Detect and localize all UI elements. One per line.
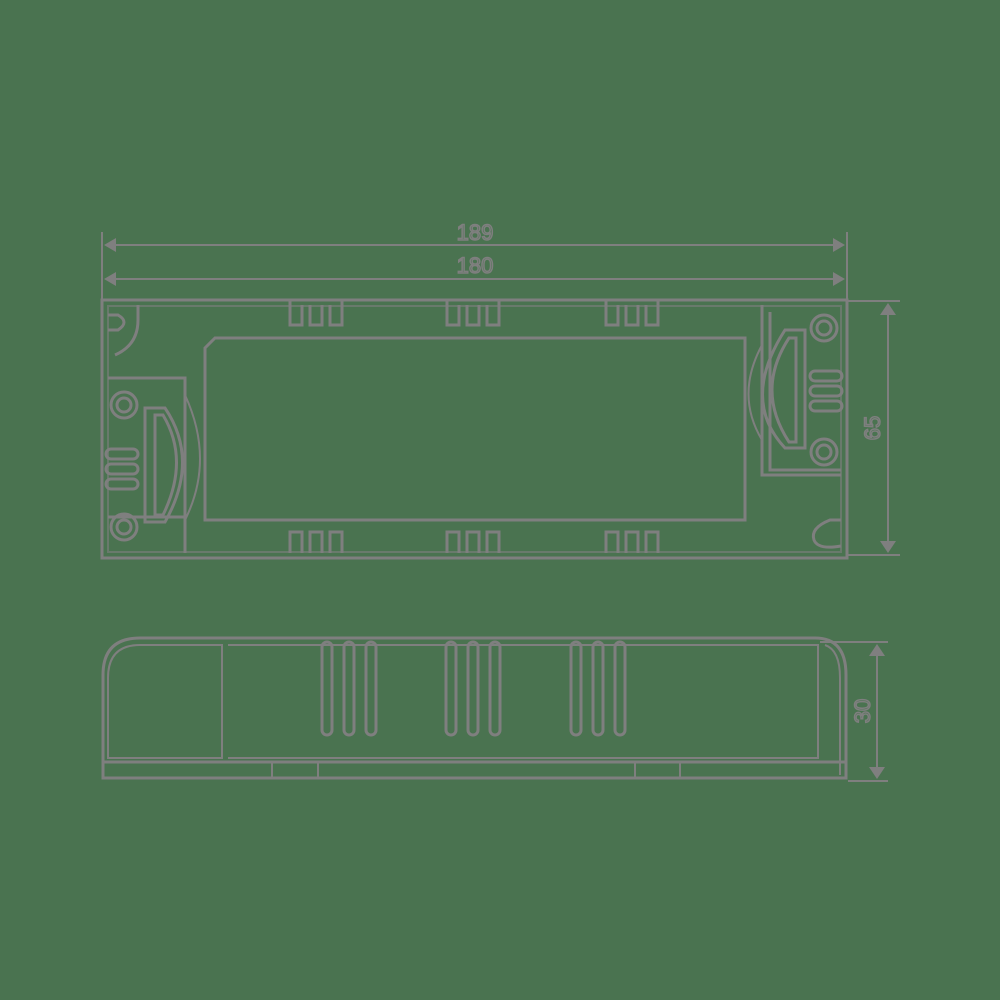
bottom-vent-groups (288, 530, 660, 553)
dimension-189: 189 (101, 219, 848, 300)
dimension-label-189: 189 (457, 220, 494, 245)
dimension-label-65: 65 (860, 416, 885, 440)
side-vent-fins (320, 640, 627, 737)
dimension-65: 65 (848, 300, 900, 556)
top-vent-groups (288, 300, 660, 327)
dimension-30: 30 (820, 641, 888, 782)
side-view (101, 636, 848, 780)
dimension-label-180: 180 (457, 253, 494, 278)
dimension-label-30: 30 (850, 699, 875, 723)
dimension-180: 180 (104, 252, 845, 286)
top-view (100, 298, 849, 560)
